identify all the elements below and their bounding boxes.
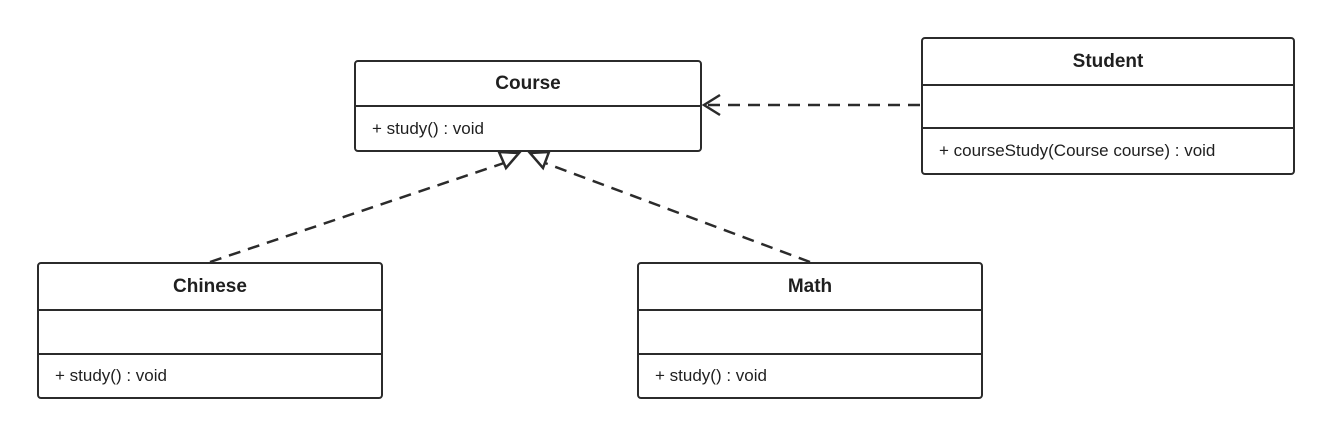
operation: + study() : void [55,366,167,385]
class-box-chinese[interactable]: Chinese + study() : void [37,262,383,399]
hollow-triangle-arrowhead [527,150,551,171]
realization-math-course [527,150,811,264]
class-operations: + courseStudy(Course course) : void [923,129,1293,173]
operation: + study() : void [372,118,484,138]
class-operations: + study() : void [356,107,700,150]
class-box-student[interactable]: Student + courseStudy(Course course) : v… [921,37,1295,175]
realization-chinese-course [209,150,522,264]
class-name: Math [639,264,981,311]
class-attributes [39,311,381,355]
operation: + study() : void [655,366,767,385]
open-arrowhead [701,93,721,117]
hollow-triangle-arrowhead [497,150,522,171]
class-name: Chinese [39,264,381,311]
operation: + courseStudy(Course course) : void [939,141,1216,160]
class-attributes [639,311,981,355]
realization-line [544,161,811,264]
class-box-course[interactable]: Course + study() : void [354,60,702,152]
class-operations: + study() : void [39,355,381,397]
realization-line [209,161,505,264]
class-box-math[interactable]: Math + study() : void [637,262,983,399]
class-name: Student [923,39,1293,86]
class-name: Course [356,62,700,107]
class-operations: + study() : void [639,355,981,397]
class-attributes [923,86,1293,129]
dependency-student-course [701,93,920,117]
